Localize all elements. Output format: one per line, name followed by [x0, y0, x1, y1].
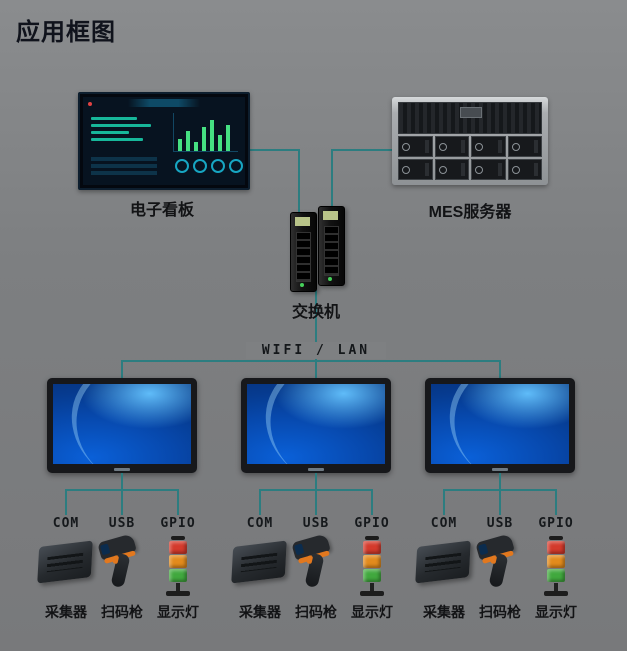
scanner-device-icon: [470, 533, 530, 596]
connector-line: [259, 489, 261, 515]
connector-line: [121, 360, 501, 362]
collector-device-icon: [230, 534, 290, 596]
connector-line: [177, 489, 179, 515]
workstation-1: COM USB GPIO 采集器 扫码枪 显示灯: [27, 378, 217, 650]
dashboard-label: 电子看板: [129, 202, 194, 219]
dashboard-bar: [91, 131, 129, 134]
connector-line: [315, 489, 317, 515]
dashboard-monitor: [78, 92, 250, 190]
network-label: WIFI / LAN: [246, 342, 386, 359]
dashboard-bar: [91, 117, 137, 120]
connector-line: [315, 290, 317, 361]
connector-line: [248, 149, 300, 151]
server-drive-bays: [398, 136, 542, 180]
dashboard-header-bar: [128, 99, 200, 107]
collector-label: 采集器: [45, 604, 87, 620]
dashboard-status-dot: [88, 102, 92, 106]
panel-pc: [241, 378, 391, 473]
workstation-2: COM USB GPIO 采集器 扫码枪 显示灯: [221, 378, 411, 650]
light-label: 显示灯: [157, 604, 199, 620]
connector-line: [555, 489, 557, 515]
panel-pc: [47, 378, 197, 473]
collector-label: 采集器: [423, 604, 465, 620]
server-badge: [460, 107, 482, 118]
dashboard-table-row: [91, 164, 157, 168]
port-label-com: COM: [430, 516, 458, 531]
server-label: MES服务器: [428, 204, 512, 221]
port-label-gpio: GPIO: [160, 516, 196, 531]
connector-line: [331, 149, 392, 151]
dashboard-gauge: [211, 159, 225, 173]
connector-line: [443, 489, 445, 515]
dashboard-bar-chart: [173, 113, 238, 152]
panel-pc-brand-mark: [308, 468, 324, 471]
scanner-label: 扫码枪: [295, 604, 337, 620]
light-label: 显示灯: [351, 604, 393, 620]
connector-line: [315, 473, 317, 490]
collector-device-icon: [414, 534, 474, 596]
port-label-com: COM: [52, 516, 80, 531]
tower-light-icon: [342, 534, 402, 596]
panel-pc-screen: [53, 384, 191, 464]
switch-label: 交换机: [291, 304, 340, 321]
connector-line: [331, 149, 333, 206]
workstation-3: COM USB GPIO 采集器 扫码枪 显示灯: [405, 378, 595, 650]
connector-line: [371, 489, 373, 515]
switch-ports: [324, 226, 339, 276]
network-switch: [318, 206, 345, 286]
connector-line: [121, 489, 123, 515]
port-label-gpio: GPIO: [354, 516, 390, 531]
port-label-usb: USB: [108, 516, 136, 531]
switch-led: [300, 283, 304, 287]
dashboard-gauge: [175, 159, 189, 173]
tower-light-icon: [148, 534, 208, 596]
connector-line: [499, 489, 501, 515]
switch-tag: [295, 217, 310, 226]
dashboard-gauge: [229, 159, 243, 173]
connector-line: [65, 489, 67, 515]
panel-pc-screen: [431, 384, 569, 464]
server-vent-panel: [398, 102, 542, 134]
scanner-device-icon: [286, 533, 346, 596]
connector-line: [121, 360, 123, 378]
switch-led: [328, 277, 332, 281]
tower-light-icon: [526, 534, 586, 596]
scanner-label: 扫码枪: [479, 604, 521, 620]
connector-line: [298, 149, 300, 212]
panel-pc-brand-mark: [492, 468, 508, 471]
switch-tag: [323, 211, 338, 220]
network-switch: [290, 212, 317, 292]
dashboard-bar: [91, 138, 143, 141]
dashboard-table-row: [91, 171, 157, 175]
port-label-usb: USB: [302, 516, 330, 531]
collector-device-icon: [36, 534, 96, 596]
connector-line: [121, 473, 123, 490]
dashboard-table-row: [91, 157, 157, 161]
connector-line: [315, 360, 317, 378]
panel-pc-brand-mark: [114, 468, 130, 471]
panel-pc: [425, 378, 575, 473]
port-label-usb: USB: [486, 516, 514, 531]
scanner-label: 扫码枪: [101, 604, 143, 620]
switch-ports: [296, 232, 311, 282]
collector-label: 采集器: [239, 604, 281, 620]
light-label: 显示灯: [535, 604, 577, 620]
port-label-com: COM: [246, 516, 274, 531]
panel-pc-screen: [247, 384, 385, 464]
port-label-gpio: GPIO: [538, 516, 574, 531]
connector-line: [499, 473, 501, 490]
dashboard-bar: [91, 124, 151, 127]
dashboard-screen: [83, 97, 245, 185]
dashboard-gauge: [193, 159, 207, 173]
mes-server: [392, 97, 548, 185]
scanner-device-icon: [92, 533, 152, 596]
connector-line: [499, 360, 501, 378]
page-title: 应用框图: [16, 19, 116, 46]
